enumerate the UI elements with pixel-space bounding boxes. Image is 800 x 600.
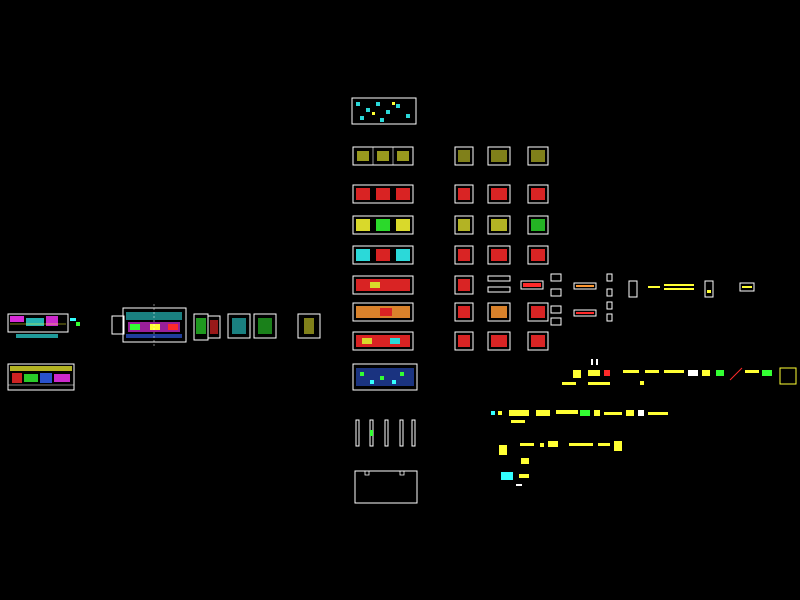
plate-row-2[interactable] xyxy=(352,184,414,204)
title-frame[interactable] xyxy=(354,470,418,504)
part-col-1 xyxy=(454,146,474,351)
part-sheets-grid[interactable] xyxy=(454,146,549,351)
side-profile-components[interactable] xyxy=(193,313,321,341)
part-col-3 xyxy=(520,146,549,351)
annotation-row-2 xyxy=(491,410,668,423)
bottom-plate-sheet[interactable] xyxy=(352,363,418,391)
part-col-2 xyxy=(487,146,511,351)
plate-row-1[interactable] xyxy=(352,146,414,166)
plate-row-5[interactable] xyxy=(352,275,414,295)
strip-layout-sheet-lower[interactable] xyxy=(7,363,75,391)
die-assembly-view[interactable] xyxy=(111,304,187,346)
plate-row-3[interactable] xyxy=(352,215,414,235)
plate-row-4[interactable] xyxy=(352,245,414,265)
annotation-row-1 xyxy=(562,359,797,385)
strip-layout-sheet-upper[interactable] xyxy=(7,313,80,338)
plate-row-7[interactable] xyxy=(352,331,414,351)
top-plate-sheet[interactable] xyxy=(351,97,417,125)
annotation-row-3 xyxy=(499,441,622,486)
punch-parts[interactable] xyxy=(355,419,416,447)
small-part-sheets[interactable] xyxy=(550,273,755,326)
plate-row-6[interactable] xyxy=(352,302,414,322)
